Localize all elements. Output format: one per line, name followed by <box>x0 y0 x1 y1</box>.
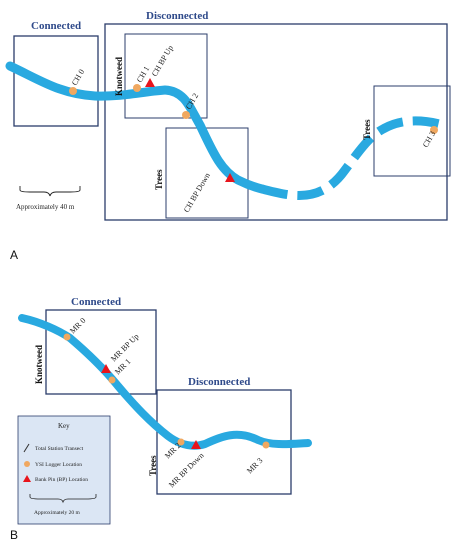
logger-mr0 <box>63 333 71 341</box>
site-label-mr0: MR 0 <box>68 316 87 335</box>
site-label-ch2: CH 2 <box>184 92 200 111</box>
bank-pin-mr-up <box>101 364 111 373</box>
disconnected-title-b: Disconnected <box>188 376 250 388</box>
connected-box-b <box>45 309 157 395</box>
veg-trees-a-left: Trees <box>154 169 164 190</box>
key-item-logger: YSI Logger Location <box>35 462 82 468</box>
bank-pin-ch-down <box>225 173 235 182</box>
transect-symbol <box>23 443 30 453</box>
key-box: Key Total Station Transect YSI Logger Lo… <box>17 415 111 525</box>
connected-title-b: Connected <box>71 296 121 308</box>
bank-pin-symbol <box>23 475 31 482</box>
logger-mr2 <box>177 438 185 446</box>
scale-bracket-a <box>19 186 81 197</box>
veg-knotweed-a: Knotweed <box>114 57 124 96</box>
bank-pin-mr-down <box>191 440 201 449</box>
knotweed-box-a <box>124 33 208 119</box>
site-label-ch0: CH 0 <box>70 68 86 87</box>
logger-mr1 <box>108 376 116 384</box>
panel-b: Connected Disconnected MR 0 MR BP Up MR … <box>10 296 312 542</box>
key-item-transect: Total Station Transect <box>35 446 84 452</box>
panel-label-a: A <box>10 248 18 262</box>
bank-pin-ch-up <box>145 78 155 87</box>
panel-a: Connected Disconnected CH 0 CH 1 CH BP U… <box>5 10 451 262</box>
site-label-ch-bp-up: CH BP Up <box>150 44 175 78</box>
panel-label-b: B <box>10 528 18 542</box>
veg-trees-b: Trees <box>148 455 158 476</box>
logger-ch0 <box>69 87 77 95</box>
connected-title-a: Connected <box>31 20 81 32</box>
logger-ch3 <box>430 126 438 134</box>
site-label-ch-bp-down: CH BP Down <box>182 171 212 214</box>
key-title: Key <box>58 422 70 430</box>
connected-box-a <box>13 35 99 127</box>
disconnected-box-a <box>104 23 448 221</box>
logger-ch2 <box>182 111 190 119</box>
trees-box-a-left <box>165 127 249 219</box>
scale-text-a: Approximately 40 m <box>16 203 75 211</box>
veg-knotweed-b: Knotweed <box>34 345 44 384</box>
veg-trees-a-right: Trees <box>362 119 372 140</box>
scale-bracket-b <box>29 494 97 504</box>
key-item-bank-pin: Bank Pin (BP) Location <box>35 476 88 483</box>
site-label-mr3: MR 3 <box>245 456 264 475</box>
river-a-dashed <box>260 116 449 200</box>
logger-symbol <box>24 461 30 467</box>
disconnected-title-a: Disconnected <box>146 10 208 22</box>
logger-mr3 <box>262 441 270 449</box>
trees-box-a-right <box>373 85 451 177</box>
logger-ch1 <box>133 84 141 92</box>
scale-text-b: Approximately 20 m <box>34 510 81 516</box>
